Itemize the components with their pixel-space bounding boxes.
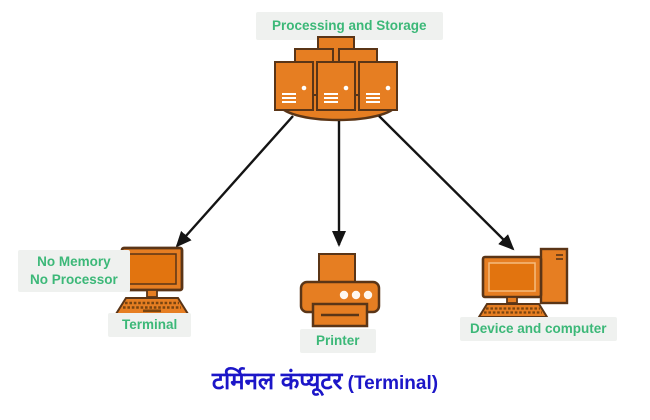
terminal-note-line2: No Processor	[30, 272, 118, 287]
server-cluster-icon	[274, 36, 398, 122]
arrow-to-device	[378, 115, 515, 251]
arrow-to-terminal	[175, 115, 294, 248]
caption-english: (Terminal)	[342, 373, 439, 394]
processing-storage-label: Processing and Storage	[256, 12, 443, 40]
terminal-note-line1: No Memory	[37, 254, 111, 269]
device-label: Device and computer	[460, 317, 617, 341]
terminal-label: Terminal	[108, 313, 192, 337]
terminal-computer-icon	[114, 246, 190, 315]
diagram-caption: टर्मिनल कंप्यूटर (Terminal)	[0, 364, 650, 397]
caption-hindi: टर्मिनल कंप्यूटर	[211, 368, 343, 395]
terminal-note: No Memory No Processor	[18, 250, 130, 292]
printer-icon	[299, 253, 381, 328]
desktop-computer-icon	[477, 247, 569, 318]
printer-label: Printer	[300, 329, 376, 353]
